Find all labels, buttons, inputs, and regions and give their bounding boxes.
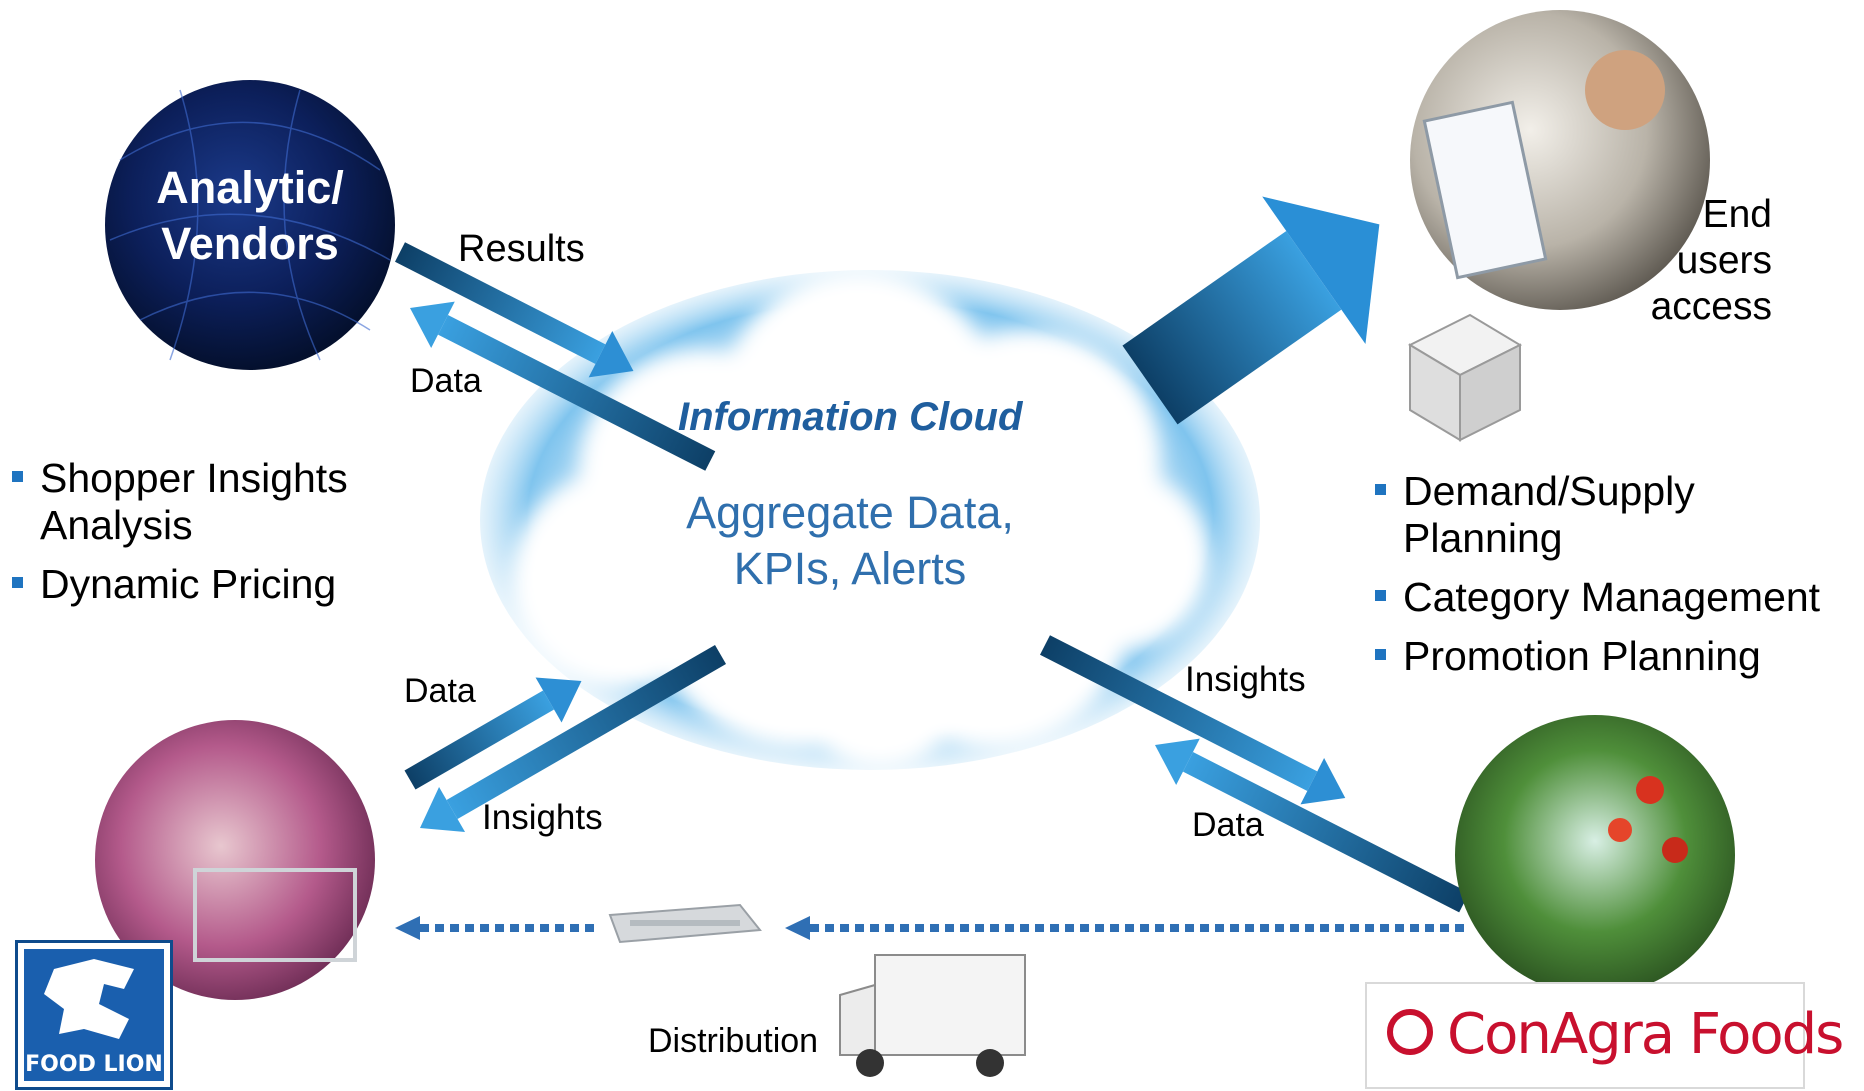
bullet-square-icon [12,471,23,482]
greenhouse-photo [1455,715,1735,995]
cloud-body: Aggregate Data, KPIs, Alerts [640,485,1060,597]
hold-sell-buy-cube-icon [1407,313,1523,442]
shopper-photo [95,720,375,1000]
end-users-line2: users [1676,239,1772,282]
analytic-vendors-line1: Analytic/ [156,162,344,213]
data-to-vendors-arrow [410,301,716,471]
right-bullet-list: Demand/Supply Planning Category Manageme… [1375,468,1845,692]
bullet-square-icon [12,577,23,588]
distribution-arrowhead-left [395,916,420,940]
left-bullet-list: Shopper Insights Analysis Dynamic Pricin… [12,455,412,620]
left-bullet-item: Dynamic Pricing [12,561,412,608]
distribution-label: Distribution [648,1022,819,1060]
cloud-line2: KPIs, Alerts [733,543,967,594]
food-lion-logo: FOOD LION [15,940,173,1090]
delivery-truck-icon [839,954,1026,1077]
food-lion-logo-text: FOOD LION [25,1052,163,1077]
end-users-label: End users access [1640,192,1772,330]
distribution-flow-line [395,916,1465,940]
bullet-text: Category Management [1403,574,1821,620]
warehouse-icon [608,903,762,944]
insights-label-left: Insights [482,798,603,837]
end-users-photo [1410,10,1710,310]
right-bullet-item: Category Management [1375,574,1845,621]
lion-icon [44,959,134,1039]
insights-label-right: Insights [1185,660,1306,699]
end-users-arrow [1122,196,1380,425]
data-label-right: Data [1192,806,1264,844]
bullet-square-icon [1375,484,1386,495]
conagra-logo-text: ConAgra Foods [1447,1002,1844,1067]
cloud-title: Information Cloud [678,395,1023,439]
data-label-top: Data [410,362,482,400]
data-label-left: Data [404,672,476,710]
right-bullet-item: Promotion Planning [1375,633,1845,680]
food-lion-logo-mark: FOOD LION [24,949,164,1081]
data-from-producer-arrow [1155,738,1470,913]
end-users-line3: access [1650,285,1772,328]
right-bullet-item: Demand/Supply Planning [1375,468,1845,562]
analytic-vendors-circle [105,80,395,370]
conagra-foods-logo: ConAgra Foods [1365,982,1844,1089]
data-from-store-arrow [404,677,582,790]
bullet-text: Promotion Planning [1403,633,1761,679]
end-users-line1: End [1702,193,1772,236]
bullet-text: Demand/Supply Planning [1403,468,1695,561]
bullet-square-icon [1375,590,1386,601]
results-arrow [395,242,634,378]
analytic-vendors-line2: Vendors [161,218,339,269]
cloud-line1: Aggregate Data, [686,487,1014,538]
analytic-vendors-label: Analytic/ Vendors [130,160,370,272]
insights-to-store-arrow [420,644,727,833]
insights-to-producer-arrow [1040,635,1346,805]
left-bullet-item: Shopper Insights Analysis [12,455,412,549]
bullet-text: Dynamic Pricing [40,561,337,607]
bullet-text: Shopper Insights Analysis [40,455,348,548]
bullet-square-icon [1375,649,1386,660]
conagra-swirl-icon [1387,1009,1433,1055]
information-cloud-shape [480,270,1260,770]
distribution-arrowhead-mid [785,916,810,940]
results-label: Results [458,228,585,270]
